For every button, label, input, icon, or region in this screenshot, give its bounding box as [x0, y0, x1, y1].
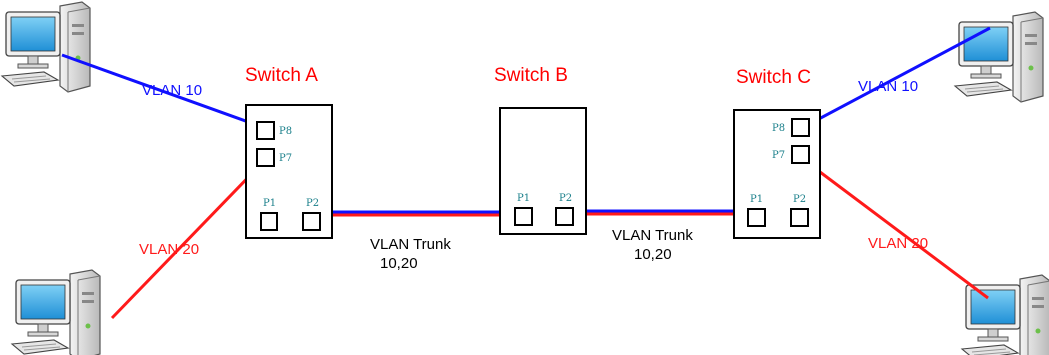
switch-b-port-p2 — [555, 207, 574, 226]
trunk-link-ab — [318, 210, 517, 217]
port-label-p8: P8 — [279, 126, 292, 137]
vlan20-link-left — [110, 158, 267, 320]
switch-c-port-p8 — [791, 118, 810, 137]
port-label-p2: P2 — [793, 194, 806, 205]
trunk-ab-label-line1: VLAN Trunk — [370, 236, 451, 253]
switch-b-port-p1 — [514, 207, 533, 226]
trunk-bc-label-line2: 10,20 — [634, 246, 672, 263]
switch-c-port-p1 — [747, 208, 766, 227]
vlan10-label-right: VLAN 10 — [858, 78, 918, 95]
switch-c-port-p2 — [790, 208, 809, 227]
vlan20-link-right — [799, 155, 989, 300]
port-label-p8: P8 — [772, 123, 785, 134]
switch-b-title: Switch B — [494, 65, 568, 86]
switch-b: P1 P2 — [499, 107, 587, 235]
switch-a-port-p2 — [302, 212, 321, 231]
trunk-ab-label-line2: 10,20 — [380, 255, 418, 272]
vlan20-label-left: VLAN 20 — [139, 241, 199, 258]
vlan10-link-right — [799, 26, 991, 131]
computer-icon — [954, 11, 1044, 103]
switch-c-port-p7 — [791, 145, 810, 164]
port-label-p2: P2 — [559, 193, 572, 204]
switch-a-title: Switch A — [245, 65, 318, 86]
switch-a-port-p7 — [256, 148, 275, 167]
switch-a: P8 P7 P1 P2 — [245, 104, 333, 239]
port-label-p1: P1 — [263, 198, 276, 209]
trunk-link-bc — [570, 209, 749, 216]
vlan10-label-left: VLAN 10 — [142, 82, 202, 99]
switch-c-title: Switch C — [736, 67, 811, 88]
computer-icon — [1, 1, 91, 93]
port-label-p1: P1 — [750, 194, 763, 205]
vlan20-label-right: VLAN 20 — [868, 235, 928, 252]
port-label-p2: P2 — [306, 198, 319, 209]
trunk-bc-label-line1: VLAN Trunk — [612, 227, 693, 244]
port-label-p7: P7 — [772, 150, 785, 161]
switch-a-port-p1 — [260, 212, 278, 231]
port-label-p7: P7 — [279, 153, 292, 164]
computer-icon — [11, 269, 101, 355]
vlan10-link-left — [61, 53, 266, 130]
switch-a-port-p8 — [256, 121, 275, 140]
switch-c: P8 P7 P1 P2 — [733, 109, 821, 239]
port-label-p1: P1 — [517, 193, 530, 204]
